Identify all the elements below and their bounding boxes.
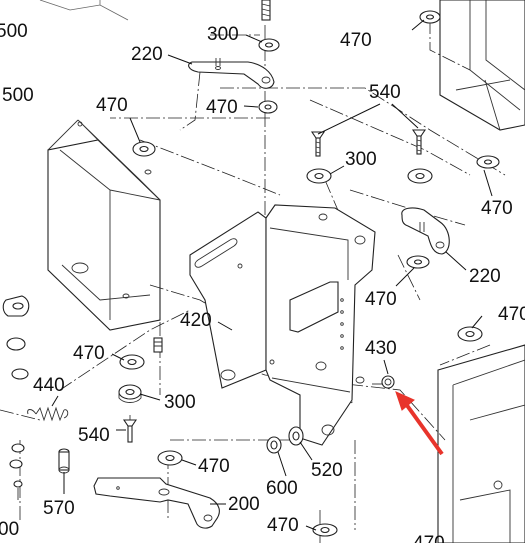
washer-470-far-right bbox=[476, 155, 500, 169]
callout-500-left: 500 bbox=[2, 85, 34, 106]
screw-540-right-a bbox=[310, 131, 326, 157]
indicator-arrow bbox=[395, 391, 444, 456]
callout-470-top-right: 470 bbox=[340, 30, 372, 51]
callout-470-mid-left: 470 bbox=[73, 343, 105, 364]
main-bracket-420 bbox=[189, 204, 376, 446]
callout-470-bottom: 470 bbox=[267, 515, 299, 536]
callout-470-far-right: 470 bbox=[481, 198, 513, 219]
callout-470-right-edge: 470 bbox=[498, 304, 525, 325]
callout-440: 440 bbox=[33, 375, 65, 396]
washer-300-right-b bbox=[407, 168, 433, 184]
bolt-430 bbox=[372, 375, 395, 389]
spring-440 bbox=[27, 406, 69, 422]
arm-220-right bbox=[401, 207, 450, 255]
washer-470-right-edge bbox=[457, 326, 483, 342]
washer-470-top-right bbox=[419, 10, 441, 24]
bolt-570 bbox=[58, 448, 70, 474]
screw-540-lower bbox=[122, 419, 138, 443]
callout-300-lower: 300 bbox=[164, 392, 196, 413]
callout-300-right: 300 bbox=[345, 149, 377, 170]
washer-470-bottom bbox=[312, 523, 338, 537]
lower-right-frame bbox=[437, 344, 525, 543]
callout-00-bottom-left: 00 bbox=[0, 519, 19, 540]
callout-600: 600 bbox=[266, 478, 298, 499]
callout-470-bottom-right: 470 bbox=[413, 533, 445, 543]
lower-bracket-200 bbox=[93, 477, 220, 529]
washer-470-right-middle bbox=[406, 255, 430, 269]
screw-top-center bbox=[261, 0, 271, 21]
callout-220-top: 220 bbox=[131, 44, 163, 65]
washer-300-top bbox=[258, 38, 280, 52]
washer-470-bottom-center bbox=[157, 450, 183, 466]
left-edge-hardware bbox=[2, 295, 30, 500]
callout-220-right: 220 bbox=[469, 266, 501, 287]
leader-lines bbox=[51, 19, 493, 531]
washer-300-right-a bbox=[306, 168, 332, 184]
callout-570: 570 bbox=[43, 498, 75, 519]
callout-470-top-center: 470 bbox=[206, 97, 238, 118]
callout-470-bottom-center: 470 bbox=[198, 456, 230, 477]
callout-430: 430 bbox=[365, 338, 397, 359]
callout-540-right: 540 bbox=[369, 82, 401, 103]
left-frame-panel bbox=[47, 119, 161, 331]
screw-540-right-b bbox=[411, 129, 427, 155]
callout-470-right-middle: 470 bbox=[365, 289, 397, 310]
callout-520: 520 bbox=[311, 460, 343, 481]
washer-300-lower bbox=[118, 384, 142, 403]
callout-labels: 500 300 470 220 500 470 470 540 300 470 … bbox=[0, 21, 525, 543]
washer-470-top-center bbox=[258, 100, 278, 114]
washer-470-upper-left bbox=[132, 141, 156, 157]
pin-small bbox=[153, 337, 163, 353]
washer-470-mid-left bbox=[119, 354, 145, 370]
callout-420: 420 bbox=[180, 310, 212, 331]
arm-220-top bbox=[188, 58, 275, 89]
callout-200: 200 bbox=[228, 494, 260, 515]
callout-300-top: 300 bbox=[207, 24, 239, 45]
washer-520 bbox=[288, 426, 304, 446]
callout-500-top: 500 bbox=[0, 21, 28, 42]
nut-600 bbox=[266, 436, 282, 454]
upper-right-frame bbox=[439, 0, 525, 131]
callout-470-upper-left: 470 bbox=[96, 95, 128, 116]
top-left-fragment bbox=[39, 0, 129, 21]
callout-540-lower: 540 bbox=[78, 425, 110, 446]
